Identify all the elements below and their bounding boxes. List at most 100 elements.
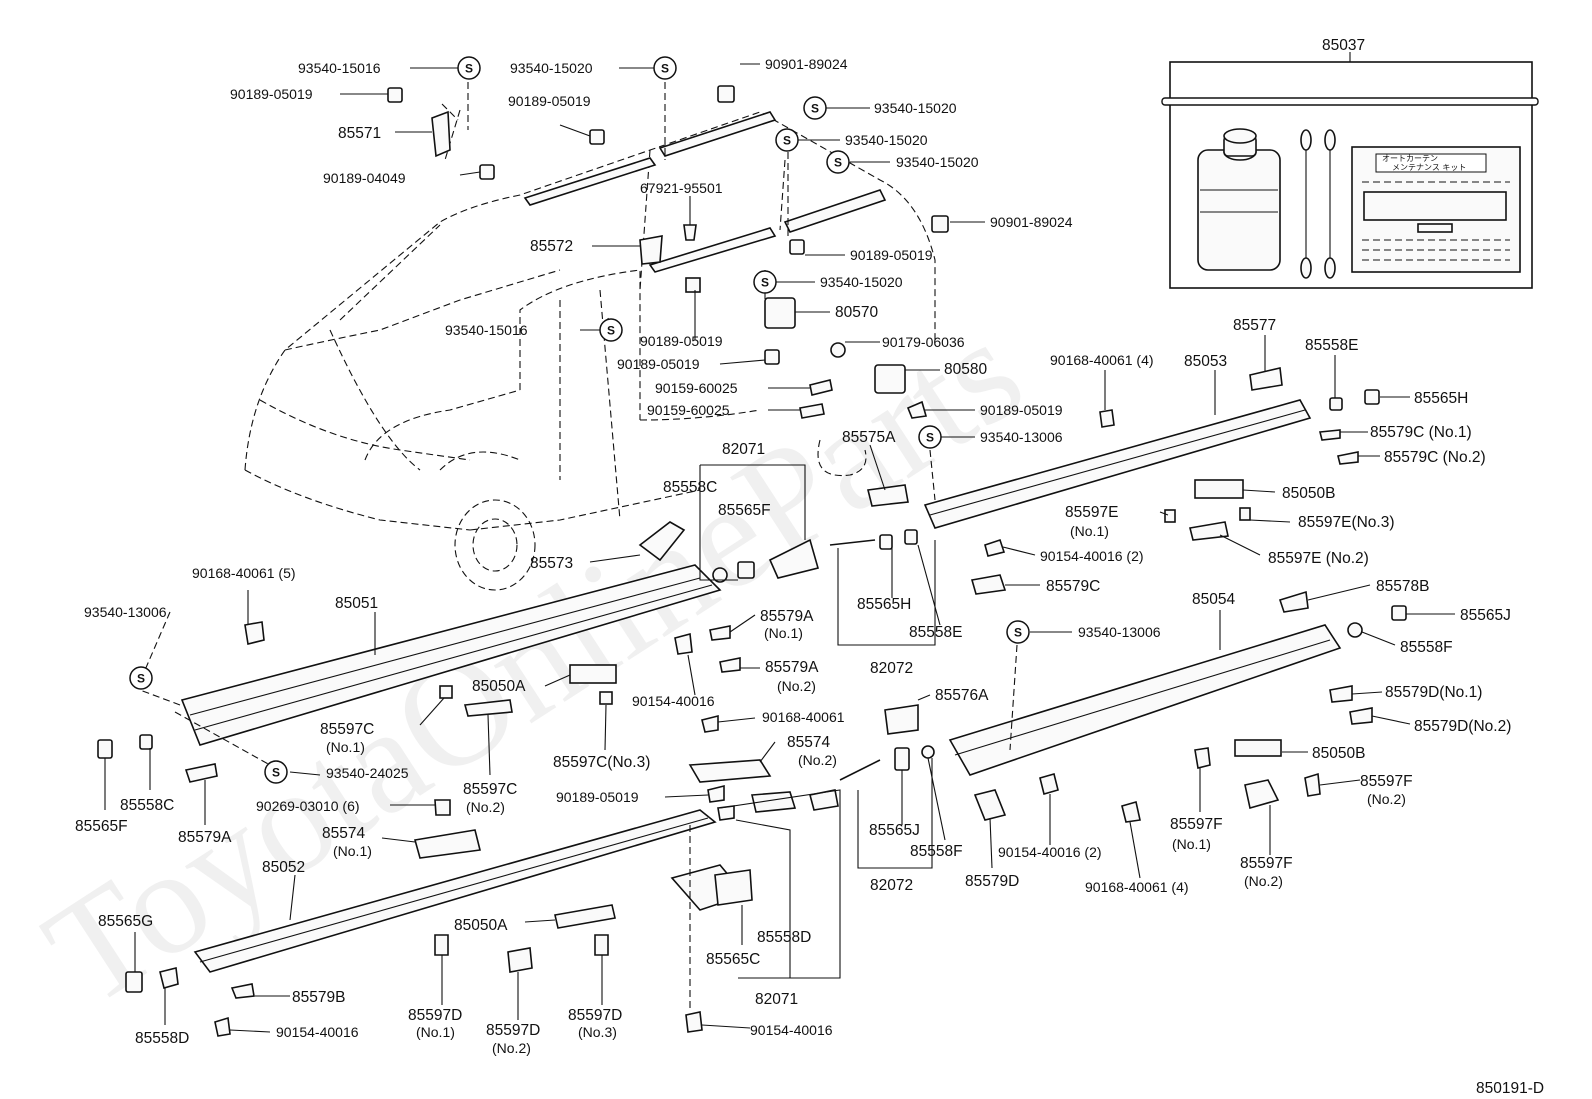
svg-text:S: S <box>761 276 769 290</box>
part-label: 85575A <box>842 429 896 446</box>
svg-text:S: S <box>926 431 934 445</box>
part-label: 85597F <box>1360 773 1413 790</box>
sill-molding-85051 <box>180 564 722 746</box>
svg-text:S: S <box>1014 626 1022 640</box>
part-label: 93540-15020 <box>510 60 593 76</box>
part-label: 85565C <box>706 951 760 968</box>
part-label: 85597E(No.3) <box>1298 514 1395 531</box>
part-label: 85576A <box>935 687 989 704</box>
part-label: (No.2) <box>466 799 505 815</box>
part-label: 85572 <box>530 238 573 255</box>
part-label: 85597C <box>463 781 517 798</box>
part-label: (No.2) <box>492 1040 531 1056</box>
part-label: (No.1) <box>333 843 372 859</box>
roof-rail-trim <box>523 111 887 273</box>
part-label: 90168-40061 (4) <box>1050 352 1154 368</box>
part-label: 90168-40061 (5) <box>192 565 296 581</box>
svg-text:S: S <box>834 156 842 170</box>
kit-label-line1: オートカーテン <box>1382 154 1438 163</box>
part-label: 85597C <box>320 721 374 738</box>
part-label: (No.1) <box>326 739 365 755</box>
part-label: (No.1) <box>1070 523 1109 539</box>
part-label: 85053 <box>1184 353 1227 370</box>
svg-text:S: S <box>811 102 819 116</box>
part-label: 85050A <box>472 678 526 695</box>
cleaner-bottle-icon <box>1197 128 1281 271</box>
part-label: 93540-24025 <box>326 765 409 781</box>
part-label: 85579B <box>292 989 345 1006</box>
part-label: 93540-15020 <box>845 132 928 148</box>
part-label: 85579A <box>760 608 814 625</box>
part-label: 85558C <box>663 479 717 496</box>
part-label: 85558D <box>757 929 811 946</box>
part-labels: 85037 93540-15016 90189-05019 85571 9018… <box>75 37 1544 1097</box>
part-label: 85597D <box>568 1007 622 1024</box>
part-label: 85558C <box>120 797 174 814</box>
part-label: 93540-13006 <box>980 429 1063 445</box>
part-label: 85579A <box>178 829 232 846</box>
part-label: 85597D <box>408 1007 462 1024</box>
seal-icon: S <box>653 56 677 80</box>
part-label: 85050B <box>1282 485 1335 502</box>
seal-icon: S <box>264 760 288 784</box>
part-label: 85565G <box>98 913 153 930</box>
seal-icon: S <box>775 128 799 152</box>
part-label: (No.1) <box>416 1024 455 1040</box>
part-label: 85565J <box>869 822 920 839</box>
part-label: 90189-05019 <box>617 356 700 372</box>
part-label: 93540-13006 <box>1078 624 1161 640</box>
sill-molding-85052 <box>193 809 717 973</box>
part-label: (No.2) <box>1367 791 1406 807</box>
seal-icon: S <box>1006 620 1030 644</box>
diagram-id: 850191-D <box>1476 1080 1544 1097</box>
seal-icon: S <box>753 270 777 294</box>
cotton-swab-icon <box>1300 129 1336 279</box>
part-label: 93540-15016 <box>298 60 381 76</box>
part-label: 85573 <box>530 555 573 572</box>
part-label: 85574 <box>787 734 830 751</box>
part-label: (No.1) <box>1172 836 1211 852</box>
part-label: 90901-89024 <box>765 56 848 72</box>
part-label: 85597F <box>1170 816 1223 833</box>
seal-icon: S <box>457 56 481 80</box>
maintenance-kit-box: オートカーテン メンテナンス キット <box>1161 52 1539 289</box>
part-label: 90269-03010 (6) <box>256 798 360 814</box>
part-label: 85565F <box>75 818 128 835</box>
part-label: 90154-40016 <box>276 1024 359 1040</box>
seal-icon: S <box>129 666 153 690</box>
part-label: 90154-40016 <box>750 1022 833 1038</box>
part-label: 82071 <box>755 991 798 1008</box>
seal-icon: S <box>826 150 850 174</box>
seal-symbols: S S S S S S S S S S S <box>129 56 1030 784</box>
part-label: (No.1) <box>764 625 803 641</box>
svg-text:S: S <box>783 134 791 148</box>
part-label: 85574 <box>322 825 365 842</box>
sill-molding-85053 <box>923 399 1312 529</box>
sill-molding-85054 <box>948 624 1342 776</box>
part-label: 85050B <box>1312 745 1365 762</box>
part-label: 85571 <box>338 125 381 142</box>
part-label: 85579C (No.2) <box>1384 449 1486 466</box>
part-label: 85579D(No.2) <box>1414 718 1511 735</box>
seal-icon: S <box>918 425 942 449</box>
part-label: 85051 <box>335 595 378 612</box>
part-label: 85565H <box>857 596 911 613</box>
part-label: 85579D <box>965 873 1019 890</box>
part-label: 85597C(No.3) <box>553 754 650 771</box>
part-label: (No.2) <box>798 752 837 768</box>
part-label: 85052 <box>262 859 305 876</box>
part-label: (No.3) <box>578 1024 617 1040</box>
part-label: 85565F <box>718 502 771 519</box>
part-label: 93540-13006 <box>84 604 167 620</box>
seal-icon: S <box>599 318 623 342</box>
small-parts <box>97 85 1407 1037</box>
svg-text:S: S <box>661 62 669 76</box>
svg-text:S: S <box>465 62 473 76</box>
part-label: 85558E <box>1305 337 1358 354</box>
part-label: 85050A <box>454 917 508 934</box>
part-label: 82072 <box>870 660 913 677</box>
part-label: 85579D(No.1) <box>1385 684 1482 701</box>
part-label: 90159-60025 <box>655 380 738 396</box>
part-label: 85597E (No.2) <box>1268 550 1369 567</box>
